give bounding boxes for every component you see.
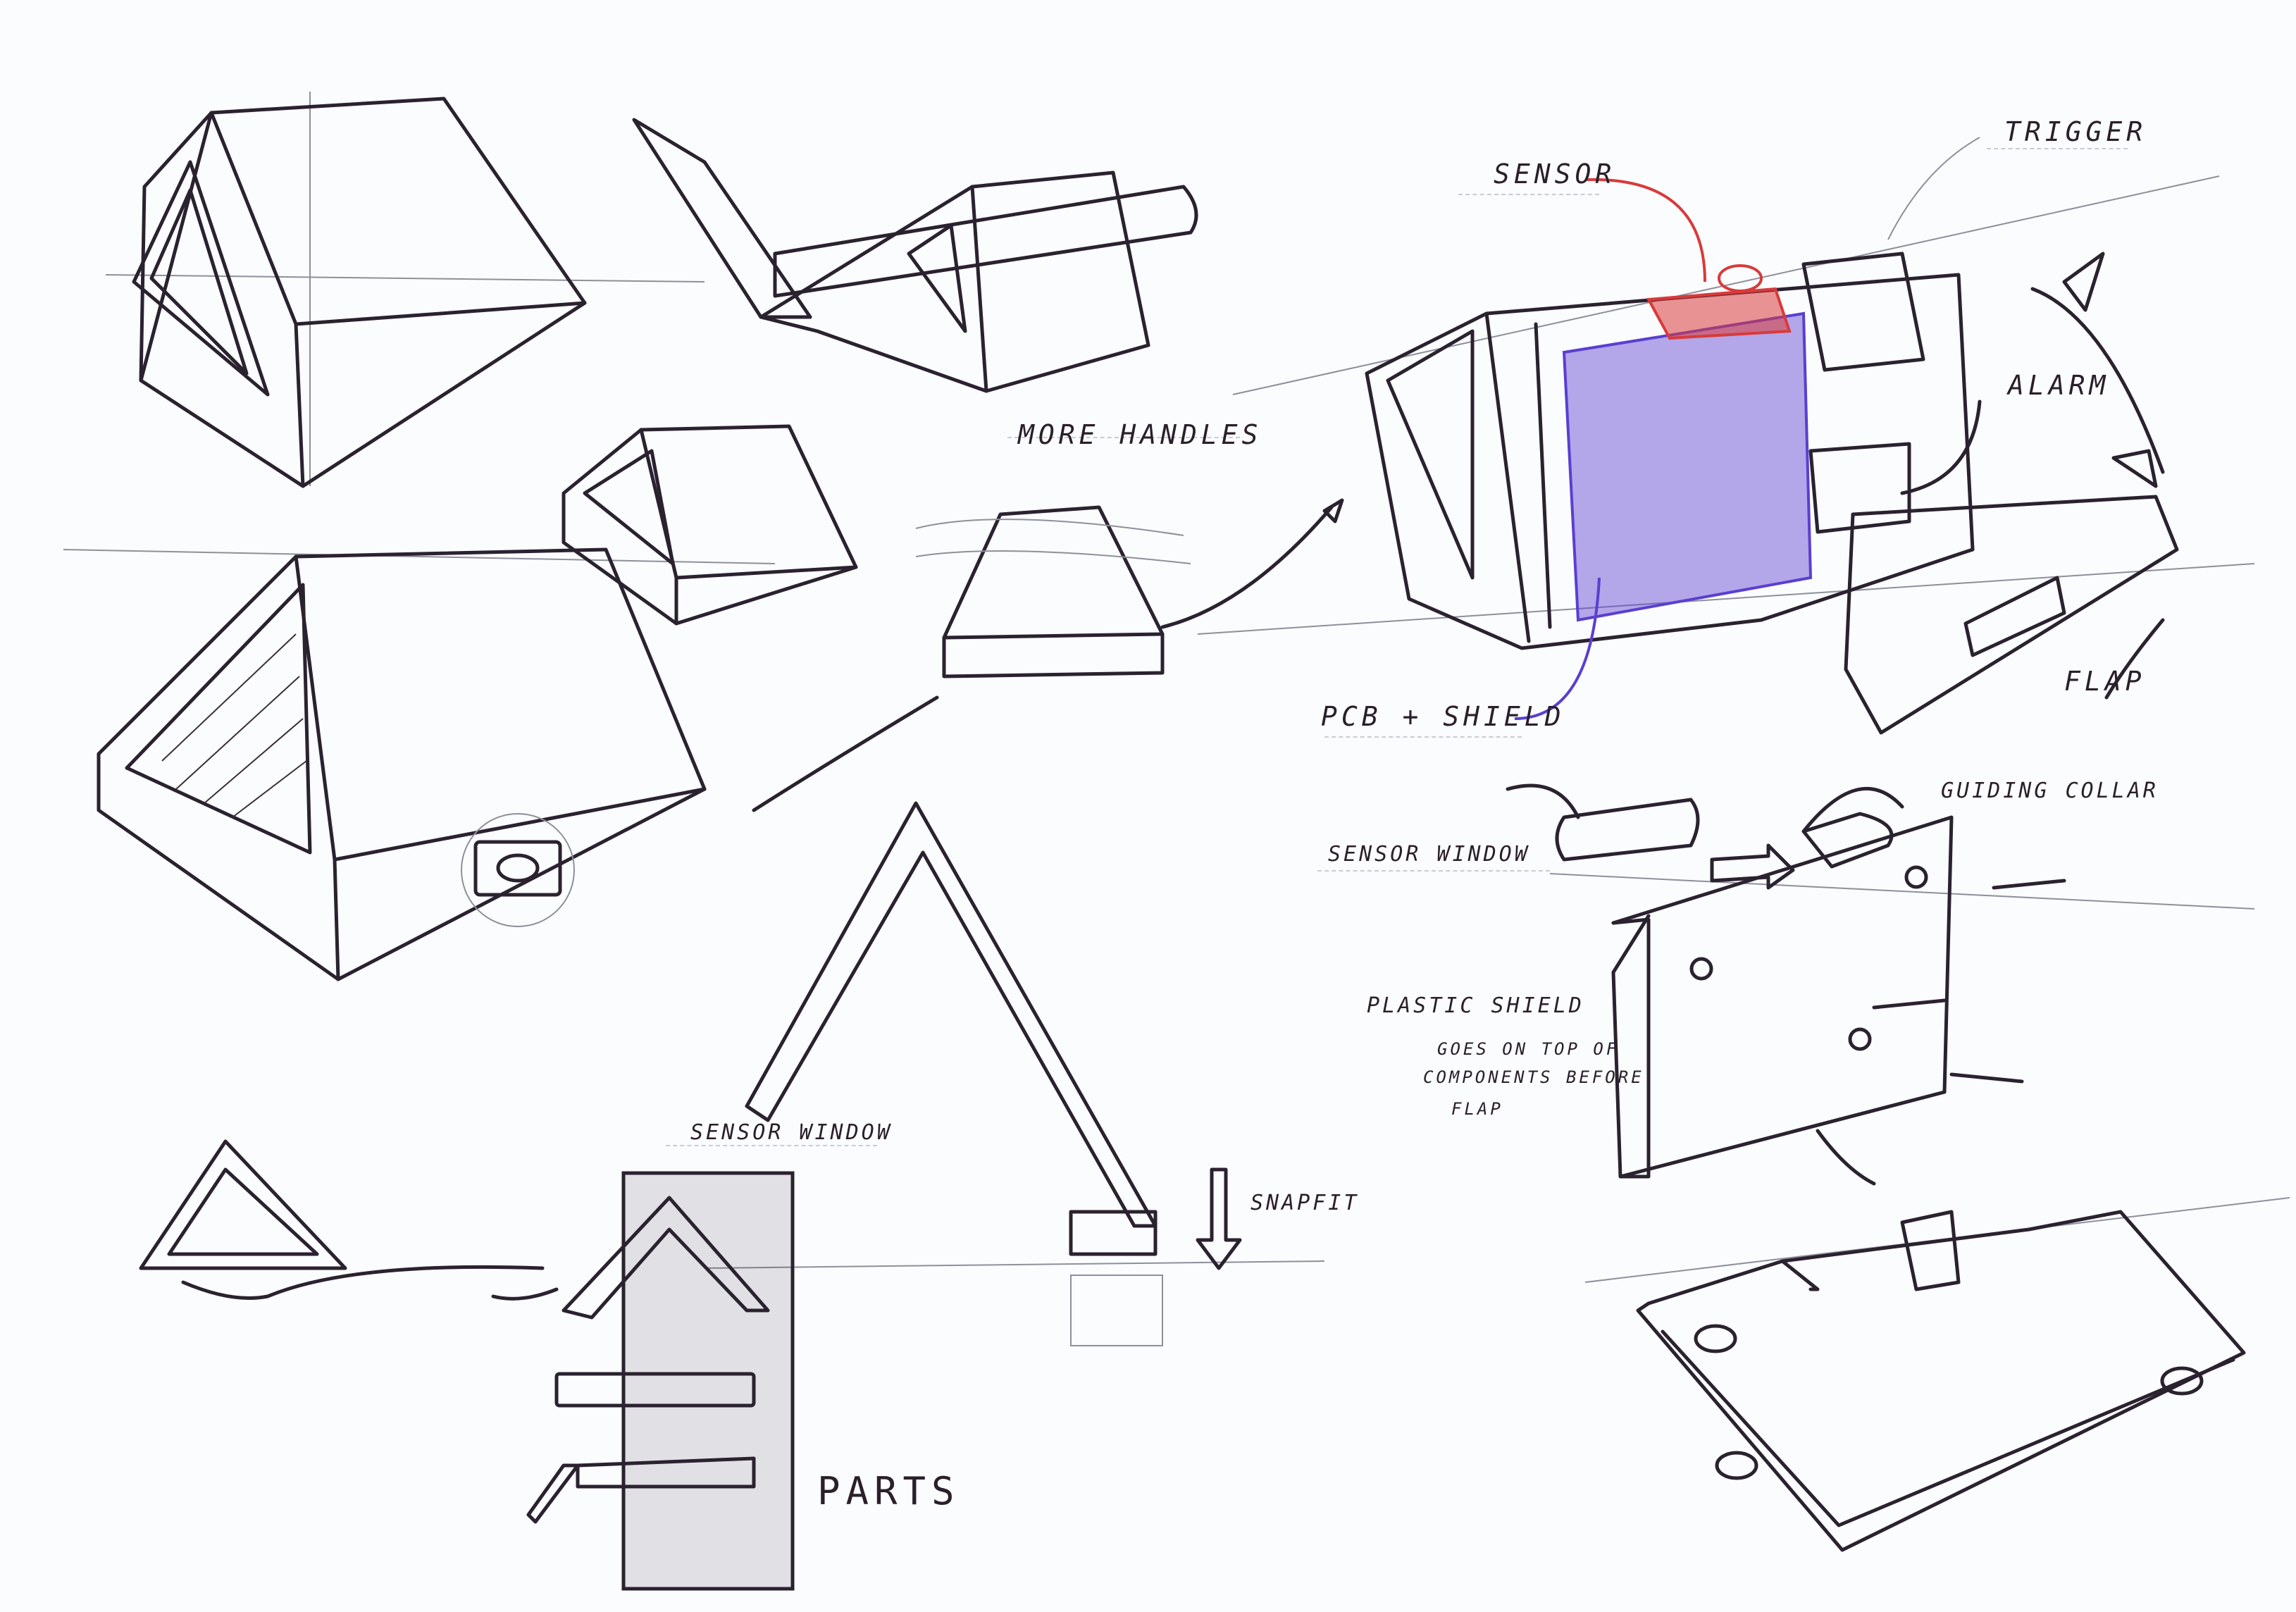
triangle-frame xyxy=(139,1139,545,1300)
small-pyramid-housing xyxy=(561,424,858,626)
label-more-handles: MORE HANDLES xyxy=(1018,419,1262,450)
label-plastic-shield: PLASTIC SHIELD xyxy=(1367,993,1584,1018)
base-tray xyxy=(1636,1129,2246,1552)
label-parts: PARTS xyxy=(817,1469,960,1513)
a-frame-snapfit xyxy=(745,801,1242,1346)
label-sensor: SENSOR xyxy=(1494,159,1616,190)
label-flap: FLAP xyxy=(2064,666,2146,697)
sensor-component xyxy=(1584,178,1792,340)
label-plastic-shield-note-1: GOES ON TOP OF xyxy=(1437,1039,1620,1059)
label-sensor-window-left: SENSOR WINDOW xyxy=(690,1120,893,1145)
exploded-shield xyxy=(1506,783,2066,1179)
open-enclosure xyxy=(1365,137,2179,735)
label-snapfit: SNAPFIT xyxy=(1251,1191,1360,1215)
handles-variant xyxy=(915,498,1344,678)
tube-handle-variant xyxy=(632,118,1198,393)
label-pcb-shield: PCB + SHIELD xyxy=(1321,701,1565,732)
label-plastic-shield-note-3: FLAP xyxy=(1451,1099,1503,1119)
label-sensor-window-right: SENSOR WINDOW xyxy=(1328,842,1530,867)
label-plastic-shield-note-2: COMPONENTS BEFORE xyxy=(1423,1067,1644,1087)
label-guiding-collar: GUIDING COLLAR xyxy=(1941,779,2159,803)
large-pyramid-housing xyxy=(97,547,939,981)
label-alarm: ALARM xyxy=(2008,370,2110,401)
parts-board xyxy=(491,1171,795,1591)
label-trigger: TRIGGER xyxy=(2004,116,2147,147)
prism-housing-top-left xyxy=(132,97,587,488)
